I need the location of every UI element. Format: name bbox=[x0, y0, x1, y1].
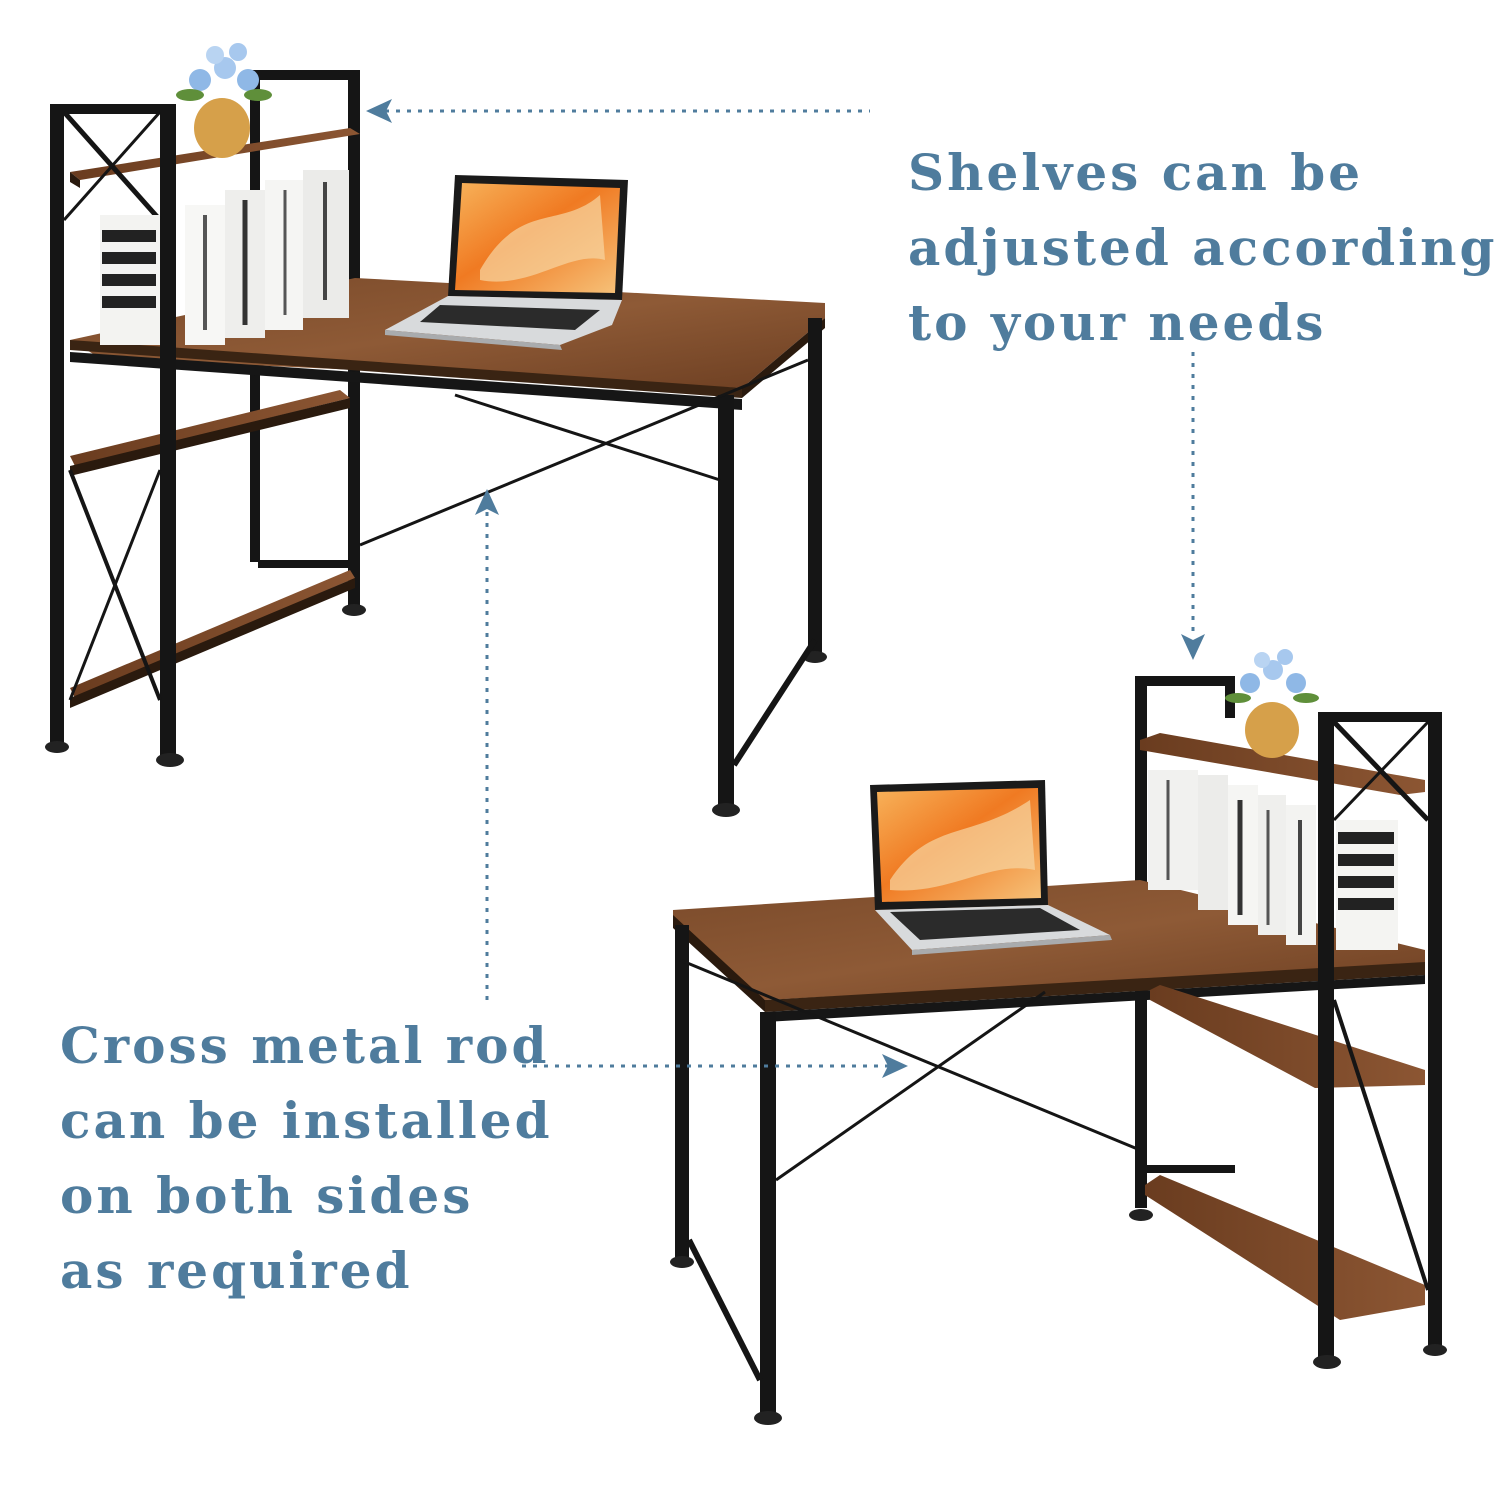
caption-cross-rod-line-1: Cross metal rod bbox=[60, 1016, 550, 1075]
desk-right-shelf bbox=[670, 649, 1447, 1425]
caption-cross-rod-line-3: on both sides bbox=[60, 1166, 474, 1225]
desk-right-plant bbox=[1225, 649, 1319, 758]
desk-right-laptop bbox=[870, 780, 1112, 955]
caption-shelves-line-1: Shelves can be bbox=[908, 143, 1364, 202]
arrow-right-icon bbox=[882, 1054, 908, 1078]
desk-left-plant bbox=[176, 43, 272, 158]
desk-left-laptop bbox=[385, 175, 628, 350]
arrow-left-icon bbox=[366, 99, 392, 123]
desk-right-cross-rod bbox=[679, 958, 1141, 1152]
desk-right-books bbox=[1148, 770, 1398, 950]
caption-shelves-line-3: to your needs bbox=[908, 293, 1327, 352]
arrow-down-icon bbox=[1181, 634, 1205, 660]
caption-shelves-line-2: adjusted according bbox=[908, 218, 1498, 277]
caption-shelves: Shelves can be adjusted according to you… bbox=[908, 135, 1497, 360]
arrow-up-icon bbox=[475, 489, 499, 515]
desk-left-cross-rod bbox=[359, 358, 809, 547]
annotation-lines bbox=[385, 109, 1195, 1068]
desk-left-books bbox=[100, 170, 349, 345]
caption-cross-rod: Cross metal rod can be installed on both… bbox=[60, 1008, 553, 1308]
desk-left-shelf bbox=[45, 43, 827, 817]
caption-cross-rod-line-2: can be installed bbox=[60, 1091, 553, 1150]
caption-cross-rod-line-4: as required bbox=[60, 1241, 413, 1300]
